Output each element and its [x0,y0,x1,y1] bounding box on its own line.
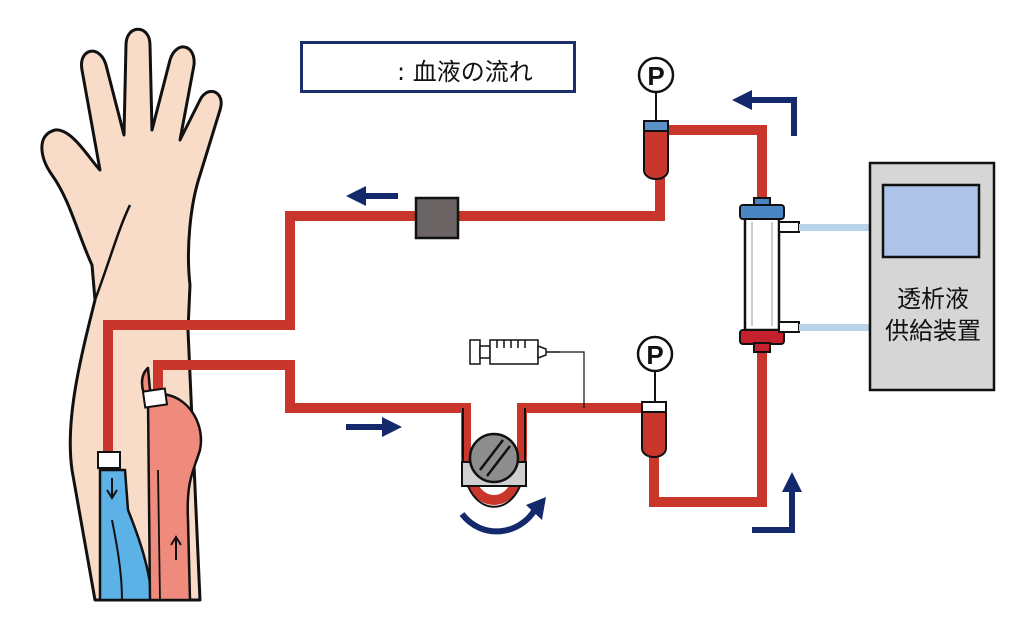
pressure-gauge-label: P [647,61,664,91]
arterial-needle-connector [141,387,169,409]
arterial-flow-arrow [170,535,182,560]
arterial-drip-chamber [641,401,667,458]
vein-vessels [98,366,203,602]
pump-rotation-arrow [459,497,546,535]
machine-screen [881,183,981,259]
flow-arrow-up-bottom [752,472,802,533]
venous-needle-connector [97,451,121,469]
flow-arrow-left-top [346,186,398,206]
legend-text: : 血液の流れ [397,58,533,86]
arm-illustration [40,27,223,602]
venous-drip-chamber [643,120,669,180]
venous-pressure-gauge: P [637,56,675,121]
venous-flow-arrow [106,478,118,500]
flow-arrow-up-left-top [732,90,797,136]
dialysate-machine-label: 透析液 供給装置 [872,283,994,347]
dialysate-lines [799,224,872,331]
blood-pump [461,432,527,487]
dialyzer [739,197,800,353]
machine-label-line1: 透析液 [897,285,969,313]
pressure-gauge-label: P [646,340,663,370]
legend-box: : 血液の流れ [300,41,576,93]
dialysate-supply-machine [868,161,996,392]
flow-arrow-right-bottom [346,417,402,437]
syringe-icon [469,339,585,408]
arterial-pressure-gauge: P [636,335,674,402]
machine-label-line2: 供給装置 [885,317,981,345]
air-detector-box [414,196,460,240]
